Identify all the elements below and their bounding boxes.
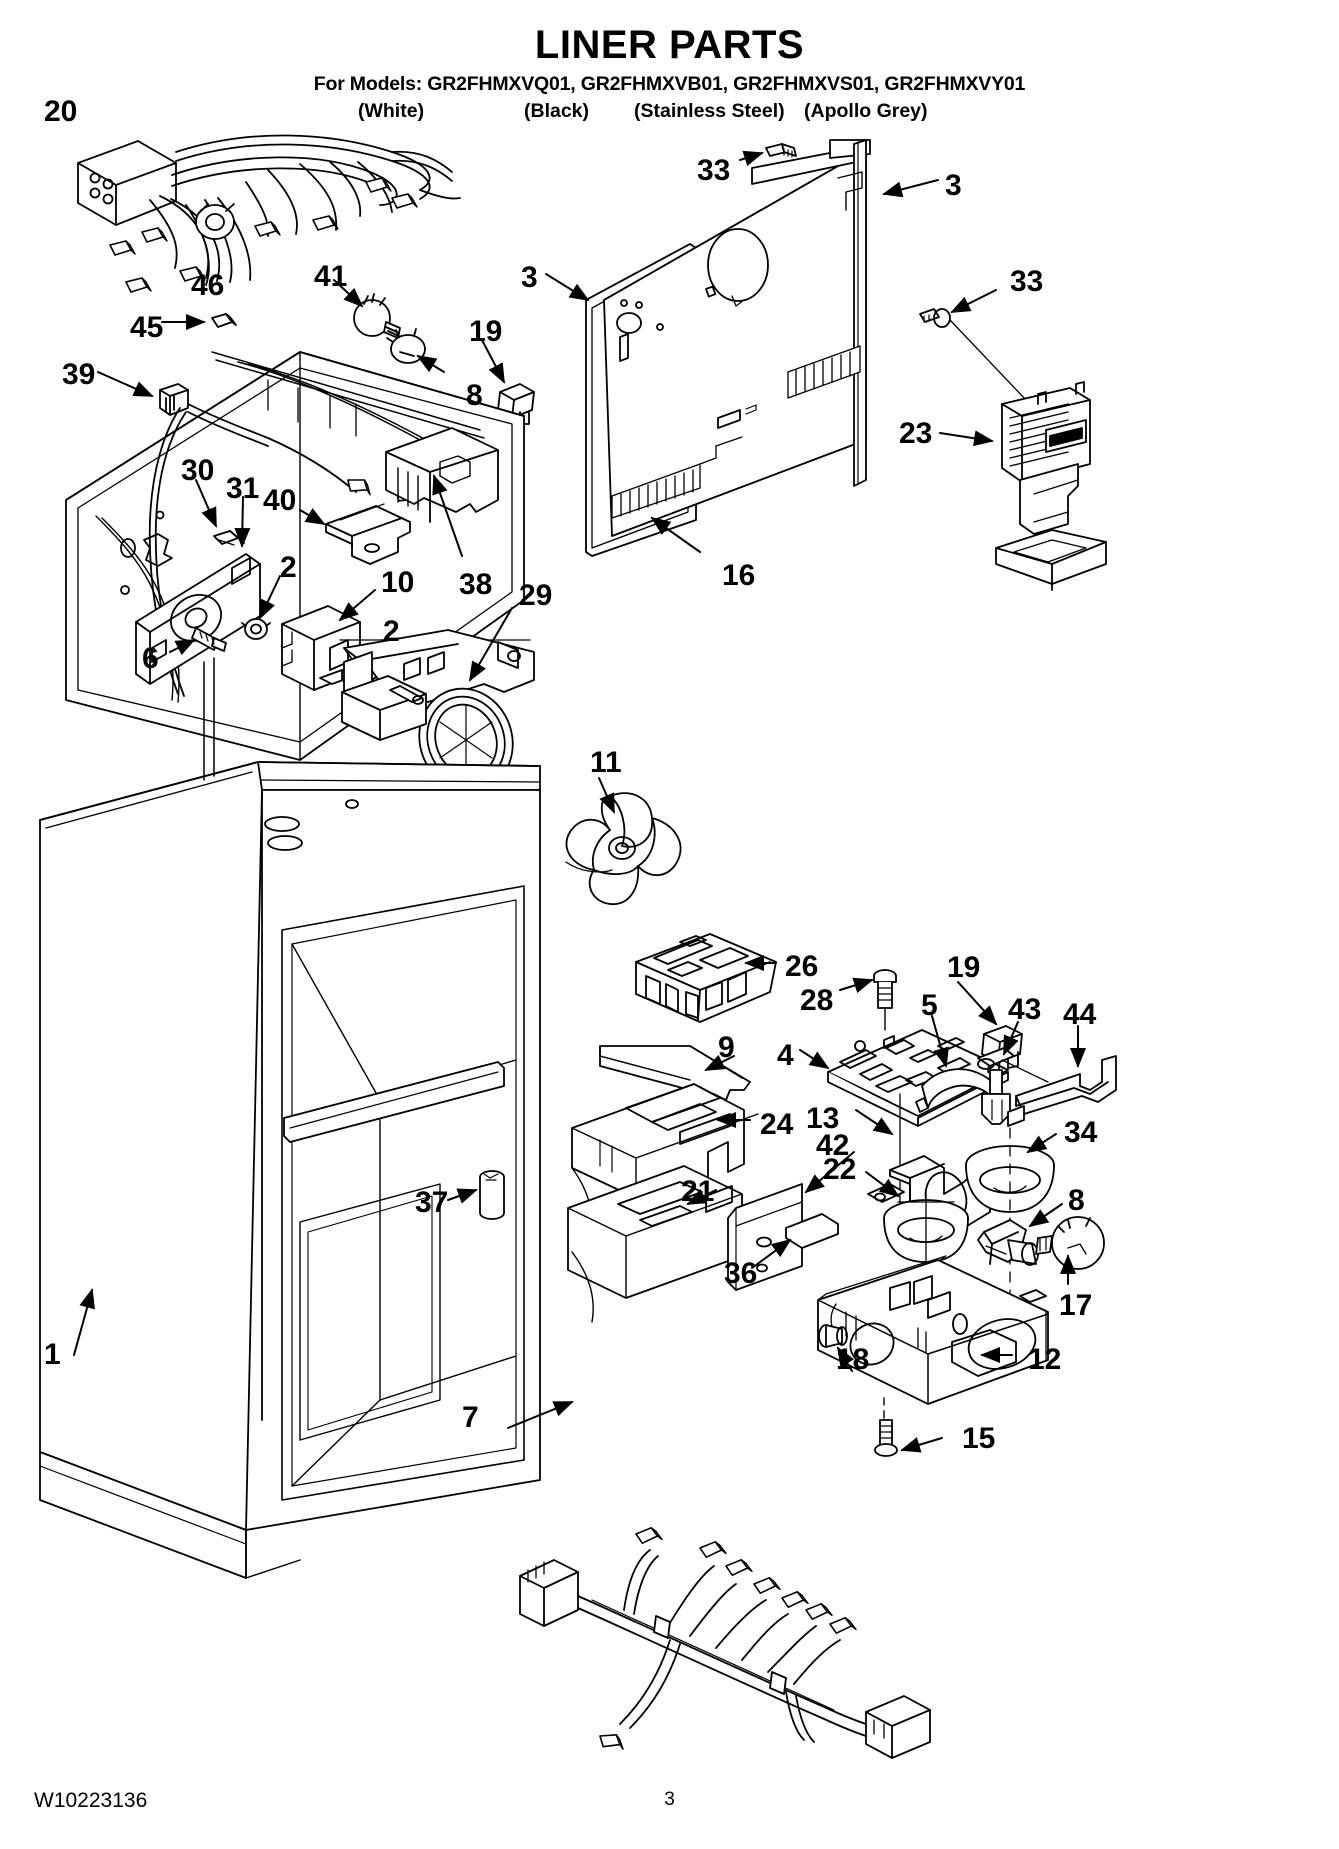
footer-page-number: 3: [664, 1789, 675, 1810]
part-liner-cabinet-1: [39, 657, 541, 1579]
callout-21: 21: [681, 1175, 715, 1208]
callout-2a: 2: [280, 551, 297, 584]
callout-9: 9: [718, 1031, 735, 1064]
callout-36: 36: [724, 1257, 758, 1290]
finish-white: (White): [358, 100, 425, 122]
callout-33a: 33: [697, 154, 731, 187]
callout-24: 24: [760, 1108, 794, 1141]
part-grommet-seal-22: [883, 1191, 969, 1279]
part-grommet-46: [195, 203, 235, 240]
callout-8a: 8: [466, 379, 483, 412]
callout-1: 1: [44, 1338, 61, 1371]
callout-40: 40: [263, 484, 297, 517]
footer-part-number: W10223136: [34, 1789, 148, 1812]
callout-10: 10: [381, 566, 415, 599]
part-cover-plate-42: [727, 1183, 803, 1291]
part-bushing-18: [818, 1324, 848, 1348]
callout-43: 43: [1008, 993, 1042, 1026]
finish-stainless: (Stainless Steel): [634, 100, 785, 122]
part-bulb-41: [353, 293, 402, 339]
callout-42: 42: [816, 1129, 850, 1162]
callout-26: 26: [785, 950, 819, 983]
callout-16: 16: [722, 559, 756, 592]
callout-31: 31: [226, 472, 260, 505]
callout-3a: 3: [945, 169, 962, 202]
callout-28: 28: [800, 984, 834, 1017]
finish-grey: (Apollo Grey): [804, 100, 928, 122]
part-wire-harness-20: [77, 134, 461, 293]
part-screw-6: [191, 627, 227, 652]
part-grommet-seal-34: [965, 1127, 1055, 1331]
part-damper-control-10: [281, 605, 361, 691]
finish-black: (Black): [524, 100, 590, 122]
part-air-tower-23: [995, 381, 1107, 591]
part-control-cover-26: [635, 933, 777, 1023]
part-light-socket-17: [977, 1219, 1039, 1266]
part-air-duct-base-12: [817, 1255, 1049, 1405]
callout-23: 23: [899, 417, 933, 450]
part-connector-19a: [497, 383, 535, 429]
part-valve-actuator-43: [977, 1047, 1049, 1125]
diagram-header: LINER PARTS For Models: GR2FHMXVQ01, GR2…: [0, 0, 1339, 124]
callout-6: 6: [142, 642, 159, 675]
part-screw-15: [874, 1397, 898, 1457]
part-bulb-8b: [1035, 1216, 1105, 1270]
part-rear-panel-16: [585, 139, 871, 557]
part-bracket-40: [325, 503, 411, 565]
callout-3b: 3: [521, 261, 538, 294]
callout-33b: 33: [1010, 265, 1044, 298]
callout-11: 11: [590, 746, 622, 779]
callout-44: 44: [1063, 998, 1097, 1031]
part-gasket-pad-36: [785, 1213, 839, 1249]
callout-4: 4: [777, 1039, 794, 1072]
part-screw-33b: [919, 308, 951, 328]
callout-13: 13: [806, 1102, 840, 1135]
callout-2b: 2: [383, 615, 400, 648]
callout-38: 38: [459, 568, 493, 601]
callout-39: 39: [62, 358, 96, 391]
part-grommet-2a: [241, 618, 271, 640]
part-fan-blade-11: [565, 792, 682, 905]
callout-12: 12: [1028, 1343, 1062, 1376]
part-bracket-arm-44: [1007, 1055, 1117, 1127]
callout-7: 7: [462, 1401, 479, 1434]
part-light-housing-38: [385, 427, 499, 523]
callout-41: 41: [314, 260, 348, 293]
part-lower-harness-7: [519, 1525, 931, 1759]
models-line: For Models: GR2FHMXVQ01, GR2FHMXVB01, GR…: [313, 73, 1026, 95]
part-foam-upper-24: [571, 1083, 759, 1245]
callout-19a: 19: [469, 315, 503, 348]
callout-30: 30: [181, 454, 215, 487]
callout-20: 20: [44, 95, 78, 128]
finish-line: (White) (Black) (Stainless Steel) (Apoll…: [0, 100, 1339, 124]
callout-18: 18: [836, 1343, 870, 1376]
callout-45: 45: [130, 311, 164, 344]
part-screw-28: [873, 969, 897, 1031]
part-plug-37: [479, 1170, 505, 1220]
callout-17: 17: [1059, 1289, 1093, 1322]
callout-46: 46: [191, 269, 225, 302]
callout-8b: 8: [1068, 1184, 1085, 1217]
callout-15: 15: [962, 1422, 996, 1455]
part-screw-33a: [765, 143, 797, 158]
part-connector-39: [159, 383, 189, 416]
callout-22: 22: [823, 1153, 857, 1186]
part-damper-housing-31: [135, 553, 261, 685]
callout-19b: 19: [947, 951, 981, 984]
part-clip-45: [211, 313, 237, 328]
callout-37: 37: [415, 1186, 449, 1219]
callout-34: 34: [1064, 1116, 1098, 1149]
callout-5: 5: [921, 989, 938, 1022]
page-title: LINER PARTS: [534, 23, 805, 67]
callout-29: 29: [519, 579, 553, 612]
